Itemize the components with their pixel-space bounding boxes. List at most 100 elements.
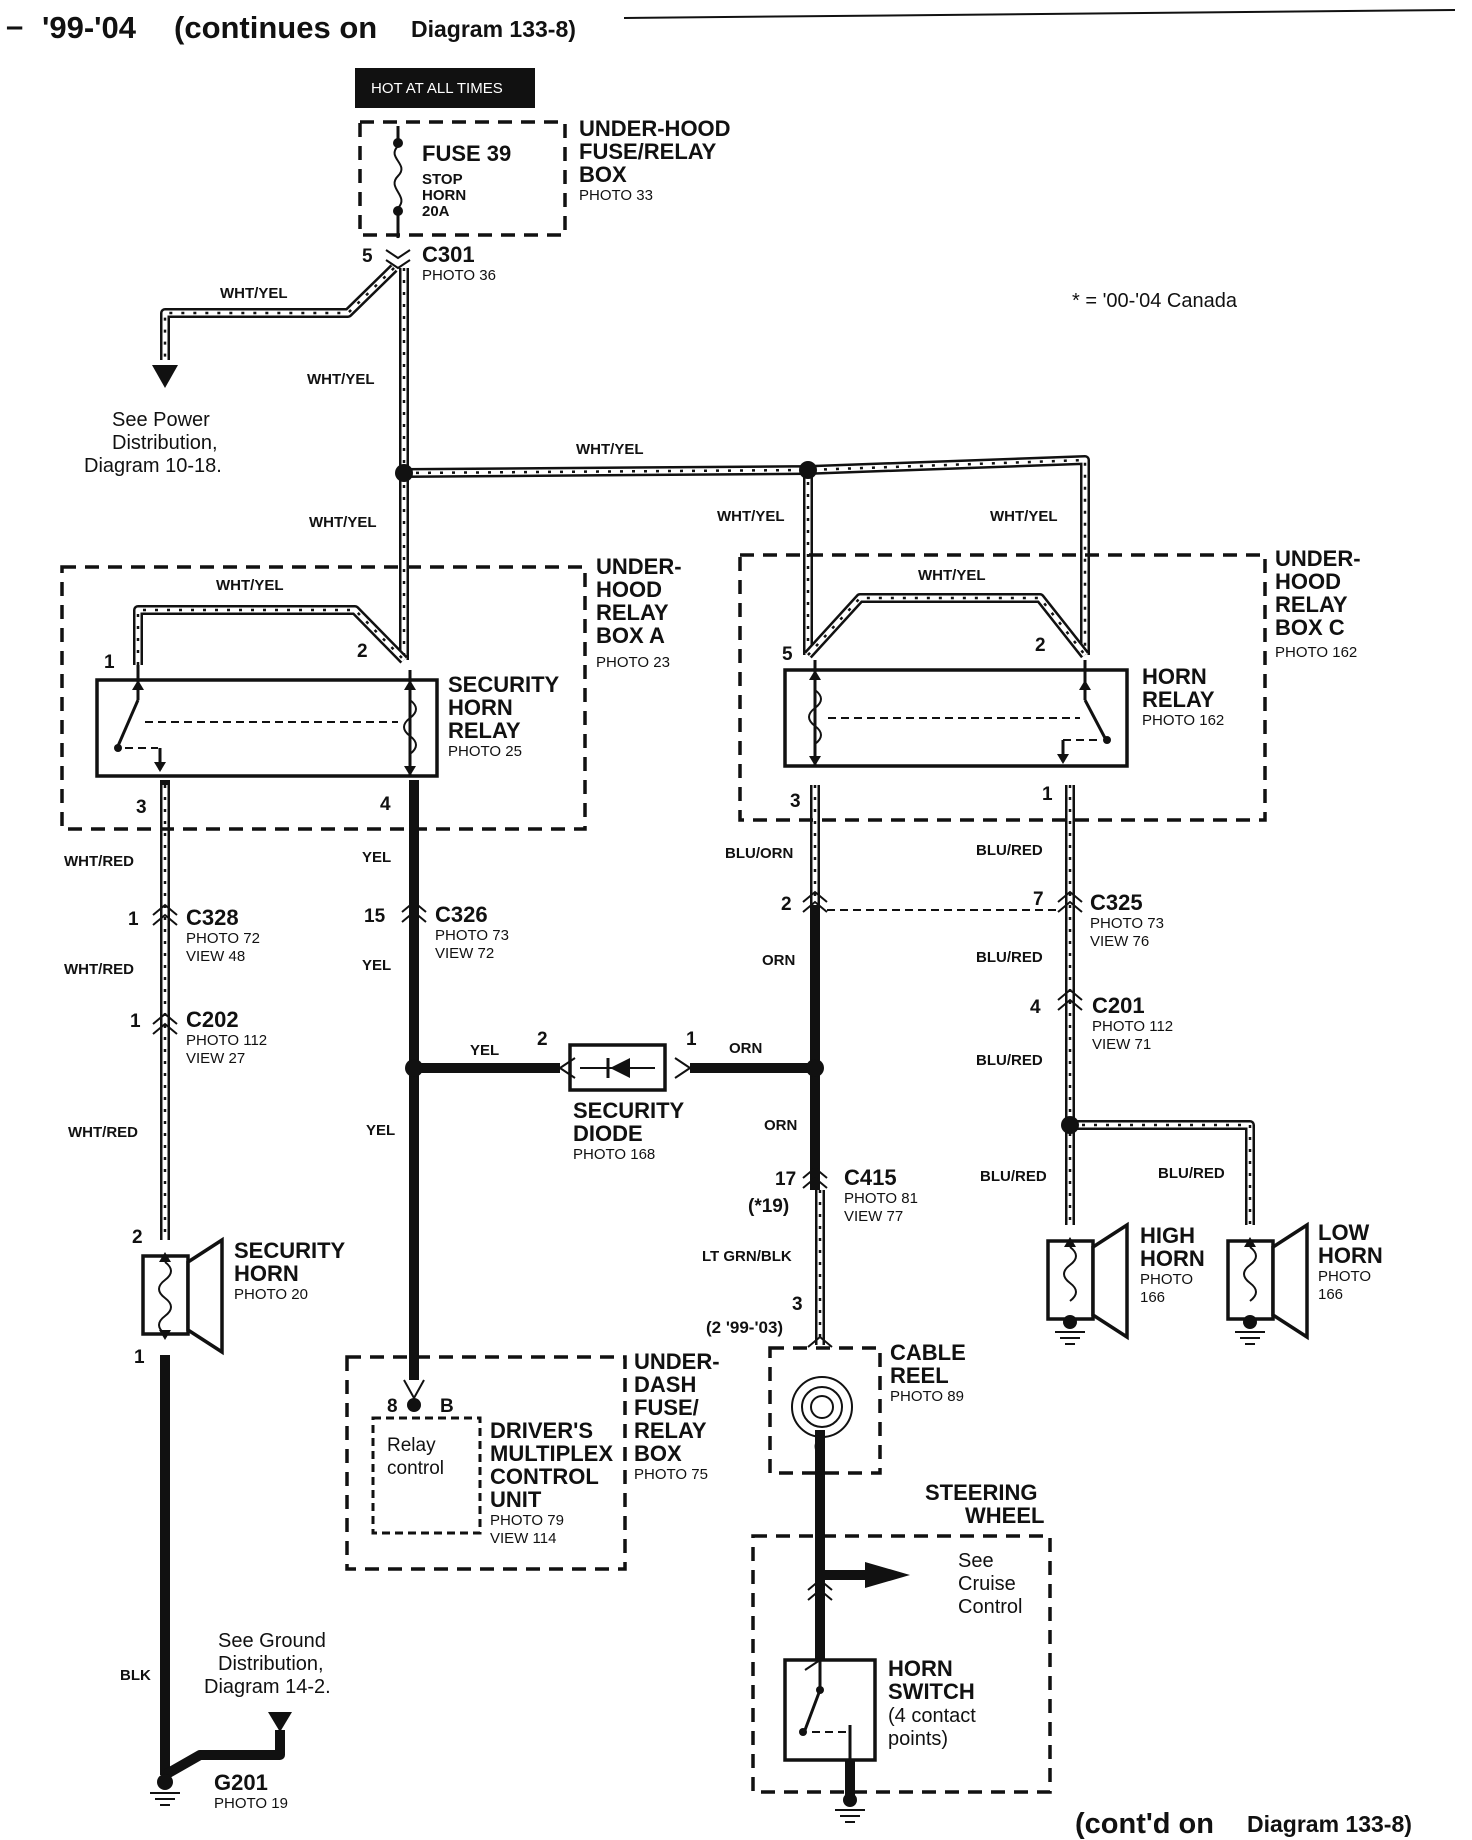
sec-relay-line2: HORN bbox=[448, 695, 513, 720]
relay-box-a-outline bbox=[60, 565, 587, 831]
c415-pin: 17 bbox=[775, 1169, 796, 1190]
sec-horn-photo: PHOTO 20 bbox=[234, 1286, 308, 1303]
label-wht-yel-3: WHT/YEL bbox=[576, 441, 644, 458]
horn-relay-line1: HORN bbox=[1142, 664, 1207, 689]
c325-name: C325 bbox=[1090, 890, 1143, 915]
cable-reel-pin: 3 bbox=[792, 1294, 803, 1315]
header-dash: – bbox=[6, 8, 23, 43]
horn-switch-line3: (4 contact bbox=[888, 1705, 976, 1727]
g201-name: G201 bbox=[214, 1770, 268, 1795]
striped-wires bbox=[133, 264, 1255, 1345]
high-horn-line2: HORN bbox=[1140, 1246, 1205, 1271]
label-blu-orn: BLU/ORN bbox=[725, 845, 793, 862]
low-horn-line2: HORN bbox=[1318, 1243, 1383, 1268]
mcu-pin-8-symbol bbox=[403, 1379, 425, 1412]
sec-relay-pin1: 1 bbox=[104, 652, 115, 673]
horn-relay-pin1: 1 bbox=[1042, 784, 1053, 805]
label-orn-3: ORN bbox=[764, 1117, 797, 1134]
label-blk: BLK bbox=[120, 1667, 151, 1684]
high-horn-symbol bbox=[1046, 1221, 1129, 1345]
label-blu-red-4: BLU/RED bbox=[980, 1168, 1047, 1185]
c201-photo: PHOTO 112 bbox=[1092, 1018, 1173, 1035]
label-blu-red-1: BLU/RED bbox=[976, 842, 1043, 859]
label-blu-red-3: BLU/RED bbox=[976, 1052, 1043, 1069]
steering-wheel-outline bbox=[751, 1534, 1052, 1794]
label-wht-yel-1: WHT/YEL bbox=[220, 285, 288, 302]
steering-line1: STEERING bbox=[925, 1480, 1037, 1505]
label-lt-grn-blk: LT GRN/BLK bbox=[702, 1248, 792, 1265]
underhood-fuse-box-outline bbox=[358, 120, 567, 237]
sec-relay-pin3: 3 bbox=[136, 797, 147, 818]
mcu-line4: UNIT bbox=[490, 1487, 542, 1512]
hot-at-all-times-banner bbox=[355, 68, 535, 108]
splice-wht-yel-right bbox=[799, 461, 817, 479]
c202-pin: 1 bbox=[130, 1011, 141, 1032]
sec-relay-line3: RELAY bbox=[448, 718, 521, 743]
horn-switch-line1: HORN bbox=[888, 1656, 953, 1681]
g201-photo: PHOTO 19 bbox=[214, 1795, 288, 1812]
label-wht-yel-7: WHT/YEL bbox=[216, 577, 284, 594]
label-yel-2: YEL bbox=[362, 957, 391, 974]
underdash-line1: UNDER- bbox=[634, 1349, 720, 1374]
sec-horn-line2: HORN bbox=[234, 1261, 299, 1286]
c326-pin: 15 bbox=[364, 906, 386, 927]
footer-prefix: (cont'd on bbox=[1075, 1808, 1214, 1840]
c325-pin-right: 7 bbox=[1033, 889, 1044, 910]
cruise-line1: See bbox=[958, 1550, 994, 1572]
diode-line2: DIODE bbox=[573, 1121, 643, 1146]
underhood-box-line3: BOX bbox=[579, 162, 627, 187]
fuse-name: FUSE 39 bbox=[422, 141, 511, 166]
horn-switch-ground-icon bbox=[835, 1793, 865, 1823]
underdash-line2: DASH bbox=[634, 1372, 696, 1397]
horn-relay-photo: PHOTO 162 bbox=[1142, 712, 1224, 729]
label-orn-1: ORN bbox=[762, 952, 795, 969]
mcu-relay2: control bbox=[387, 1458, 444, 1479]
c202-photo: PHOTO 112 bbox=[186, 1032, 267, 1049]
diode-line1: SECURITY bbox=[573, 1098, 685, 1123]
relay-box-c-line3: RELAY bbox=[1275, 592, 1348, 617]
sec-horn-line1: SECURITY bbox=[234, 1238, 346, 1263]
mcu-photo: PHOTO 79 bbox=[490, 1512, 564, 1529]
relay-box-a-line2: HOOD bbox=[596, 577, 662, 602]
c328-name: C328 bbox=[186, 905, 239, 930]
high-horn-line1: HIGH bbox=[1140, 1223, 1195, 1248]
security-horn-symbol bbox=[141, 1236, 224, 1356]
sec-horn-pin1: 1 bbox=[134, 1347, 145, 1368]
relay-box-a-photo: PHOTO 23 bbox=[596, 654, 670, 671]
underdash-line5: BOX bbox=[634, 1441, 682, 1466]
cruise-line3: Control bbox=[958, 1596, 1022, 1618]
label-blu-red-5: BLU/RED bbox=[1158, 1165, 1225, 1182]
c202-name: C202 bbox=[186, 1007, 239, 1032]
splice-wht-yel-left bbox=[395, 464, 413, 482]
footer-diagram: Diagram 133-8) bbox=[1247, 1811, 1412, 1837]
high-horn-photo1: PHOTO bbox=[1140, 1271, 1193, 1288]
power-dist-arrow bbox=[152, 365, 178, 388]
low-horn-symbol bbox=[1226, 1221, 1309, 1345]
cruise-arrow bbox=[865, 1562, 910, 1588]
c301-connector bbox=[385, 249, 411, 270]
label-wht-yel-6: WHT/YEL bbox=[990, 508, 1058, 525]
underhood-box-line2: FUSE/RELAY bbox=[579, 139, 717, 164]
label-blu-red-2: BLU/RED bbox=[976, 949, 1043, 966]
mcu-view: VIEW 114 bbox=[490, 1530, 556, 1547]
underdash-line4: RELAY bbox=[634, 1418, 707, 1443]
mcu-relay1: Relay bbox=[387, 1435, 436, 1456]
steering-line2: WHEEL bbox=[965, 1503, 1044, 1528]
ground-dist-line1: See Ground bbox=[218, 1630, 326, 1652]
solid-wires bbox=[160, 780, 870, 1800]
relay-control-outline bbox=[371, 1416, 482, 1535]
horn-switch-icon bbox=[799, 1659, 852, 1760]
c326-photo: PHOTO 73 bbox=[435, 927, 509, 944]
connector-marks bbox=[152, 890, 1083, 1601]
cable-reel-pin-alt: (2 '99-'03) bbox=[706, 1318, 783, 1337]
sec-relay-pin2: 2 bbox=[357, 641, 368, 662]
diode-icon bbox=[559, 1057, 691, 1079]
horn-relay-pin5: 5 bbox=[782, 644, 793, 665]
c415-name: C415 bbox=[844, 1165, 897, 1190]
horn-switch-line2: SWITCH bbox=[888, 1679, 975, 1704]
underdash-photo: PHOTO 75 bbox=[634, 1466, 708, 1483]
low-horn-photo1: PHOTO bbox=[1318, 1268, 1371, 1285]
c328-view: VIEW 48 bbox=[186, 948, 245, 965]
header-continues-diagram: Diagram 133-8) bbox=[411, 16, 576, 42]
